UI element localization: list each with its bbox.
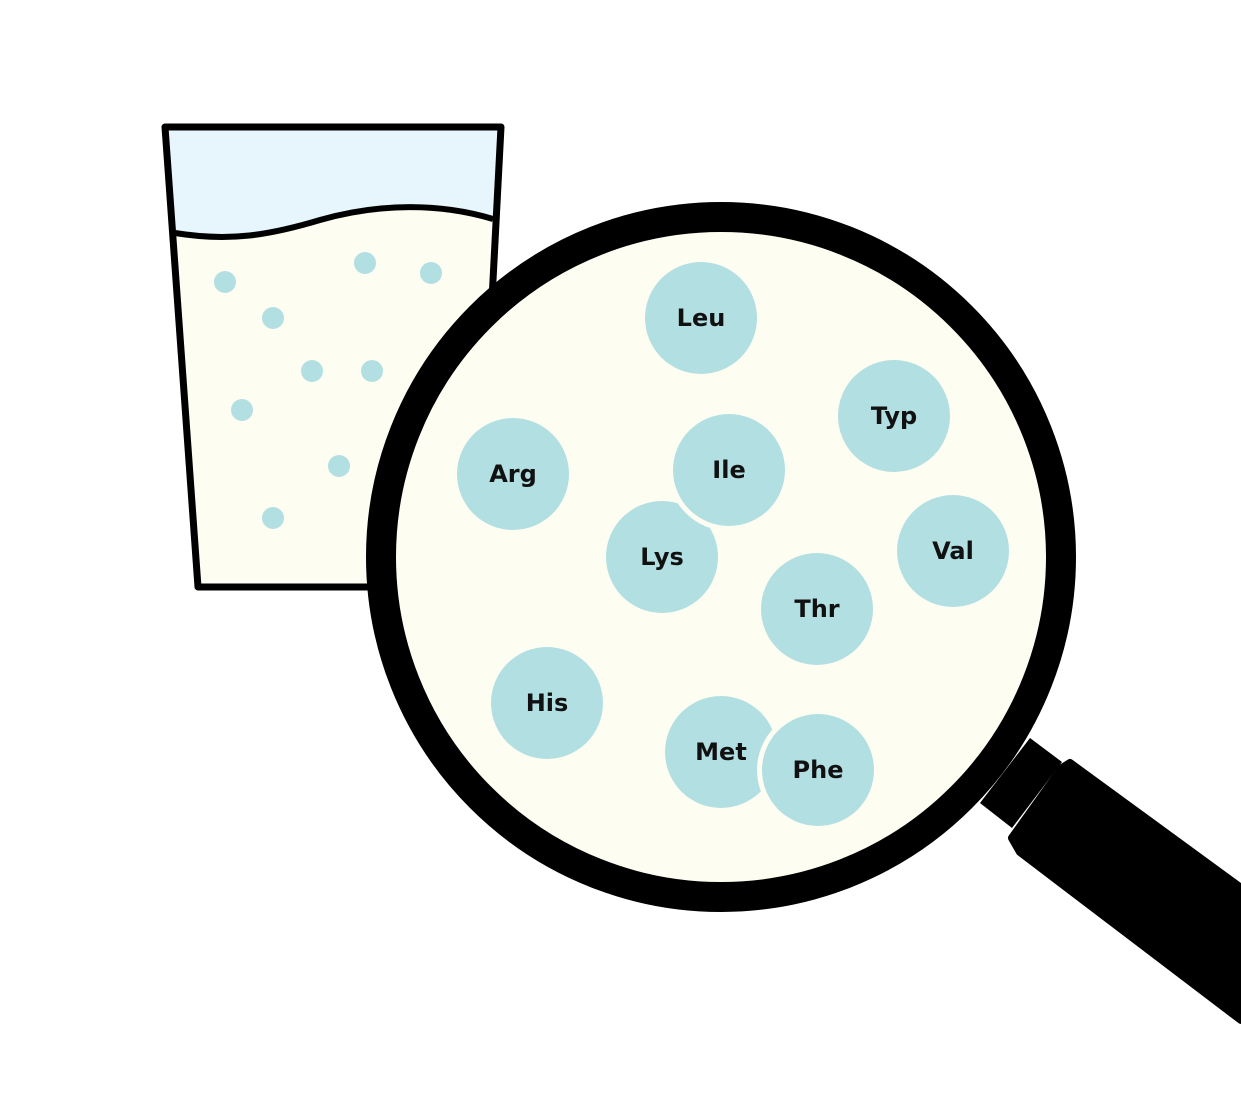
molecule-label: Leu [677, 304, 726, 332]
bubble [262, 507, 284, 529]
molecule-circle [673, 414, 785, 526]
bubble [420, 262, 442, 284]
molecule-label: Arg [489, 460, 537, 488]
bubble [328, 455, 350, 477]
molecule-label: Phe [793, 756, 844, 784]
molecule-label: Val [932, 537, 974, 565]
molecule-circle [897, 495, 1009, 607]
molecule-label: Ile [712, 456, 745, 484]
molecule-label: Thr [794, 595, 839, 623]
liquid-surface [174, 204, 494, 240]
bubble [231, 399, 253, 421]
bubble [214, 271, 236, 293]
molecule-label: Met [695, 738, 747, 766]
molecule-circle [457, 418, 569, 530]
molecule-circle [645, 262, 757, 374]
molecule-label: His [526, 689, 569, 717]
amino-acid-molecules: Leu Typ Arg Lys Ile Val Thr His [457, 262, 1009, 831]
bubble [361, 360, 383, 382]
amino-acid-arg: Arg [457, 418, 569, 530]
molecule-label: Typ [871, 402, 917, 430]
magnifier-handle [1008, 759, 1241, 1024]
molecule-circle [491, 647, 603, 759]
bubble [301, 360, 323, 382]
bubble [354, 252, 376, 274]
amino-acid-leu: Leu [645, 262, 757, 374]
magnifier-neck [980, 738, 1062, 828]
molecule-label: Lys [640, 543, 684, 571]
molecule-circle [838, 360, 950, 472]
molecule-circle [665, 696, 777, 808]
amino-acid-phe: Phe [757, 709, 879, 831]
molecule-circle [761, 553, 873, 665]
molecule-circle [606, 501, 718, 613]
amino-acid-typ: Typ [838, 360, 950, 472]
amino-acid-met: Met [665, 696, 777, 808]
bubble [262, 307, 284, 329]
amino-acid-thr: Thr [761, 553, 873, 665]
milk-bubbles [214, 252, 442, 529]
amino-acid-lys: Lys [606, 501, 718, 613]
amino-acid-ile: Ile [668, 409, 790, 531]
amino-acid-his: His [491, 647, 603, 759]
molecule-circle [762, 714, 874, 826]
amino-acid-val: Val [897, 495, 1009, 607]
